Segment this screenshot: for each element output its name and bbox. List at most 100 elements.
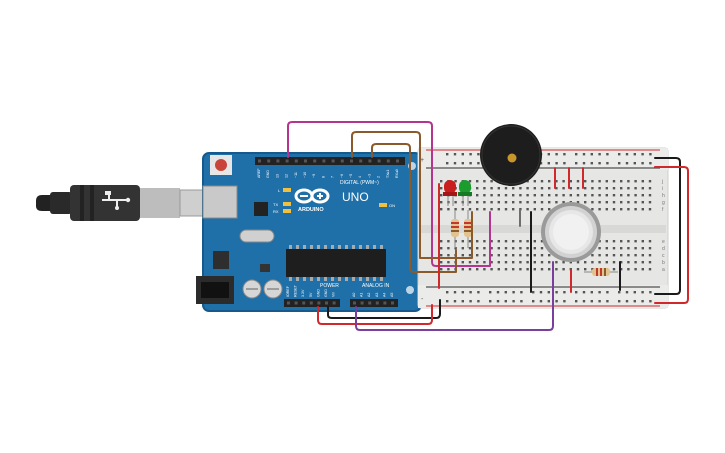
breadboard-hole[interactable]: [569, 261, 572, 264]
breadboard-hole[interactable]: [504, 201, 508, 204]
breadboard-hole[interactable]: [648, 208, 652, 211]
breadboard-hole[interactable]: [634, 194, 637, 197]
breadboard-hole[interactable]: [476, 194, 479, 197]
breadboard-hole[interactable]: [497, 187, 500, 190]
rail-hole[interactable]: [590, 153, 593, 156]
breadboard-hole[interactable]: [447, 268, 450, 271]
breadboard-hole[interactable]: [641, 194, 644, 197]
header-pin[interactable]: [350, 159, 353, 163]
breadboard-hole[interactable]: [627, 194, 630, 197]
breadboard-hole[interactable]: [627, 261, 630, 264]
breadboard-hole[interactable]: [519, 254, 522, 257]
breadboard-hole[interactable]: [476, 247, 479, 250]
breadboard-hole[interactable]: [627, 247, 630, 250]
breadboard-hole[interactable]: [540, 180, 544, 183]
breadboard-hole[interactable]: [612, 261, 616, 264]
breadboard-hole[interactable]: [648, 180, 652, 183]
breadboard-hole[interactable]: [468, 240, 472, 243]
breadboard-hole[interactable]: [526, 194, 529, 197]
breadboard-hole[interactable]: [440, 201, 443, 204]
breadboard-hole[interactable]: [490, 201, 493, 204]
rail-hole[interactable]: [625, 300, 629, 303]
rail-hole[interactable]: [539, 300, 543, 303]
breadboard-hole[interactable]: [512, 194, 515, 197]
breadboard-hole[interactable]: [548, 268, 551, 271]
rail-hole[interactable]: [625, 162, 629, 165]
breadboard-hole[interactable]: [519, 187, 522, 190]
breadboard-hole[interactable]: [526, 254, 529, 257]
rail-hole[interactable]: [575, 300, 578, 303]
breadboard-hole[interactable]: [483, 208, 486, 211]
breadboard-hole[interactable]: [605, 201, 608, 204]
rail-hole[interactable]: [555, 291, 558, 294]
rail-hole[interactable]: [477, 153, 480, 156]
breadboard-hole[interactable]: [540, 261, 544, 264]
breadboard-hole[interactable]: [533, 180, 536, 183]
breadboard-hole[interactable]: [648, 240, 652, 243]
rail-hole[interactable]: [446, 162, 449, 165]
rail-hole[interactable]: [649, 300, 652, 303]
breadboard-hole[interactable]: [641, 187, 644, 190]
breadboard-hole[interactable]: [540, 208, 544, 211]
gas-sensor-icon[interactable]: [541, 202, 601, 262]
rail-hole[interactable]: [618, 300, 621, 303]
breadboard-hole[interactable]: [569, 194, 572, 197]
rail-hole[interactable]: [625, 153, 629, 156]
rail-hole[interactable]: [563, 162, 566, 165]
breadboard-hole[interactable]: [569, 180, 572, 183]
breadboard-hole[interactable]: [620, 180, 623, 183]
breadboard-hole[interactable]: [634, 247, 637, 250]
rail-hole[interactable]: [512, 300, 515, 303]
header-pin[interactable]: [267, 159, 271, 163]
breadboard-hole[interactable]: [476, 268, 479, 271]
breadboard-hole[interactable]: [598, 201, 601, 204]
breadboard-hole[interactable]: [605, 240, 608, 243]
breadboard-hole[interactable]: [641, 268, 644, 271]
breadboard-hole[interactable]: [576, 194, 580, 197]
header-pin[interactable]: [285, 159, 289, 163]
breadboard-hole[interactable]: [497, 247, 500, 250]
breadboard-hole[interactable]: [461, 240, 464, 243]
breadboard-hole[interactable]: [620, 187, 623, 190]
breadboard-hole[interactable]: [591, 254, 594, 257]
rail-hole[interactable]: [489, 300, 492, 303]
breadboard-hole[interactable]: [641, 180, 644, 183]
breadboard-hole[interactable]: [483, 247, 486, 250]
breadboard-hole[interactable]: [641, 201, 644, 204]
wire-black[interactable]: [654, 157, 681, 295]
breadboard-hole[interactable]: [555, 268, 558, 271]
header-pin[interactable]: [377, 159, 381, 163]
header-pin[interactable]: [287, 301, 290, 305]
breadboard-hole[interactable]: [562, 268, 565, 271]
breadboard-hole[interactable]: [454, 240, 457, 243]
breadboard-hole[interactable]: [634, 201, 637, 204]
rail-hole[interactable]: [563, 300, 566, 303]
rail-hole[interactable]: [633, 162, 636, 165]
rail-hole[interactable]: [453, 162, 457, 165]
breadboard-hole[interactable]: [461, 261, 464, 264]
rail-hole[interactable]: [461, 153, 464, 156]
rail-hole[interactable]: [575, 291, 578, 294]
header-pin[interactable]: [332, 301, 336, 305]
breadboard-hole[interactable]: [612, 240, 616, 243]
rail-hole[interactable]: [563, 291, 566, 294]
breadboard-hole[interactable]: [627, 201, 630, 204]
breadboard-hole[interactable]: [648, 194, 652, 197]
rail-hole[interactable]: [461, 291, 464, 294]
rail-hole[interactable]: [606, 162, 609, 165]
breadboard-hole[interactable]: [648, 201, 652, 204]
resistor-icon[interactable]: [464, 210, 472, 248]
breadboard-hole[interactable]: [454, 247, 457, 250]
breadboard-hole[interactable]: [533, 194, 536, 197]
breadboard-hole[interactable]: [540, 187, 544, 190]
breadboard-hole[interactable]: [504, 208, 508, 211]
breadboard-hole[interactable]: [533, 268, 536, 271]
breadboard-hole[interactable]: [504, 254, 508, 257]
breadboard-hole[interactable]: [598, 208, 601, 211]
rail-hole[interactable]: [555, 162, 558, 165]
breadboard-hole[interactable]: [526, 247, 529, 250]
rail-hole[interactable]: [532, 300, 535, 303]
header-pin[interactable]: [375, 301, 379, 305]
breadboard-hole[interactable]: [598, 254, 601, 257]
